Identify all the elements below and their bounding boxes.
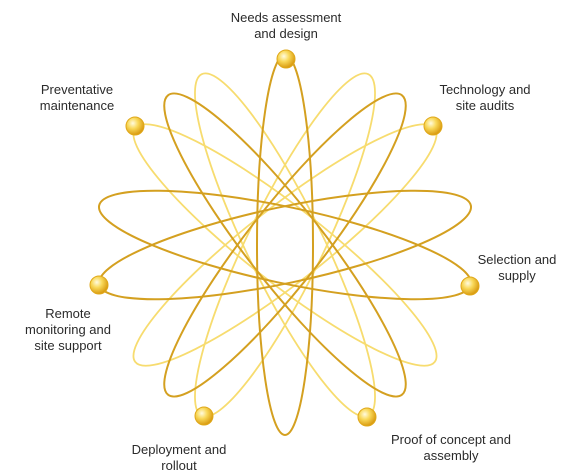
orbit-light-4 [194,72,376,418]
label-preventative-maintenance-line1: Preventative [40,82,114,97]
label-needs-assessment-line1: Needs assessment [230,10,342,25]
orbit-group-light [132,72,438,418]
orbit-light-1 [132,123,438,367]
label-needs-assessment-line2: and design [254,26,318,41]
node-deployment [194,406,214,426]
label-preventative-maintenance: Preventative maintenance [18,82,136,114]
label-deployment: Deployment and rollout [112,442,246,474]
label-selection-supply-line2: supply [498,268,536,283]
label-technology-audits: Technology and site audits [420,82,550,114]
label-proof-of-concept-line2: assembly [423,448,479,463]
label-deployment-line1: Deployment and [131,442,227,457]
label-proof-of-concept: Proof of concept and assembly [376,432,526,464]
label-remote-monitoring-line1: Remote [45,306,91,321]
node-remote-monitoring [89,275,109,295]
node-technology-audits [423,116,443,136]
label-preventative-maintenance-line2: maintenance [39,98,115,113]
orbit-dark-1 [256,54,314,436]
node-preventative-maintenance [125,116,145,136]
label-technology-audits-line1: Technology and [439,82,531,97]
label-proof-of-concept-line1: Proof of concept and [391,432,511,447]
label-deployment-line2: rollout [161,458,197,473]
orbit-dark-5 [163,92,407,398]
label-remote-monitoring-line3: site support [34,338,102,353]
label-selection-supply: Selection and supply [466,252,568,284]
node-needs-assessment [276,49,296,69]
orbit-group-dark [97,54,473,436]
orbit-light-3 [194,72,376,418]
orbit-dark-4 [163,92,407,398]
label-selection-supply-line1: Selection and [477,252,557,267]
label-remote-monitoring-line2: monitoring and [25,322,111,337]
stage-nodes [89,49,480,427]
label-needs-assessment: Needs assessment and design [212,10,360,42]
label-technology-audits-line2: site audits [455,98,515,113]
orbit-light-2 [132,123,438,367]
node-selection-supply [460,276,480,296]
label-remote-monitoring: Remote monitoring and site support [14,306,122,354]
node-proof-of-concept [357,407,377,427]
